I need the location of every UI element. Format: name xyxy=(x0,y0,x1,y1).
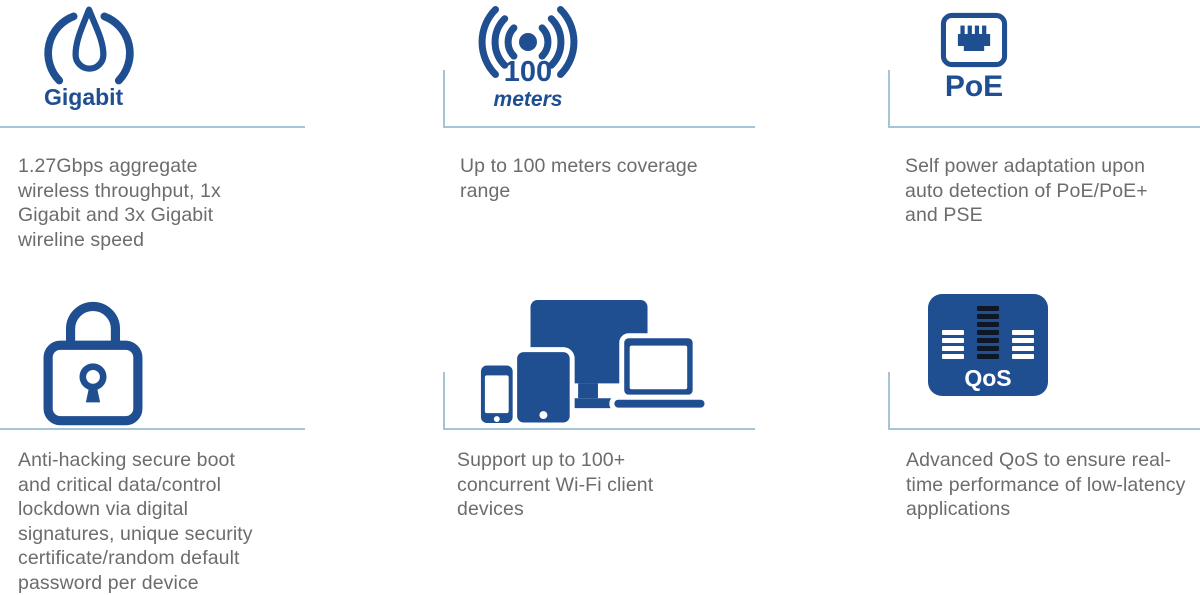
smartphone-icon xyxy=(476,361,517,427)
lock-shackle xyxy=(65,301,121,346)
qos-equalizer-icon: QoS xyxy=(928,294,1048,396)
feature-card-poe: PoE Self power adaptation upon auto dete… xyxy=(888,0,1200,288)
coverage-unit-label: meters xyxy=(493,88,563,111)
wireless-signal-icon xyxy=(478,6,578,78)
section-divider xyxy=(888,372,1200,430)
section-divider xyxy=(443,372,755,430)
section-divider xyxy=(0,372,305,430)
feature-description-qos: Advanced QoS to ensure real-time perform… xyxy=(906,449,1186,520)
equalizer-center-bars xyxy=(977,306,999,359)
section-divider xyxy=(443,70,755,128)
feature-description-poe: Self power adaptation upon auto detectio… xyxy=(905,155,1148,226)
equalizer-side-bars xyxy=(942,330,1034,359)
lock-body xyxy=(43,340,143,426)
qos-badge-label: QoS xyxy=(964,365,1011,391)
feature-card-gigabit: Gigabit 1.27Gbps aggregate wireless thro… xyxy=(0,0,305,288)
feature-card-qos: QoS Advanced QoS to ensure real-time per… xyxy=(888,288,1200,594)
client-devices-icon xyxy=(476,300,710,428)
rj45-connector xyxy=(957,25,991,52)
feature-description-security: Anti-hacking secure boot and critical da… xyxy=(18,449,253,594)
section-divider xyxy=(888,70,1200,128)
signal-dot xyxy=(519,33,537,51)
feature-title-gigabit: Gigabit xyxy=(44,84,124,110)
laptop-icon xyxy=(609,333,710,413)
feature-card-security: Anti-hacking secure boot and critical da… xyxy=(0,288,305,594)
feature-description-coverage: Up to 100 meters coverage range xyxy=(460,155,698,202)
feature-description-gigabit: 1.27Gbps aggregate wireless throughput, … xyxy=(18,155,221,251)
feature-title-poe: PoE xyxy=(944,70,1004,103)
section-divider xyxy=(0,70,305,128)
coverage-value-label: 100 xyxy=(503,56,553,88)
feature-card-clients: Support up to 100+ concurrent Wi-Fi clie… xyxy=(443,288,755,594)
padlock-icon xyxy=(43,301,143,426)
gauge-needle-drop xyxy=(72,6,107,72)
ethernet-port-icon xyxy=(940,12,1008,68)
speedometer-icon xyxy=(44,6,134,85)
feature-card-coverage: 100 meters Up to 100 meters coverage ran… xyxy=(443,0,755,288)
feature-description-clients: Support up to 100+ concurrent Wi-Fi clie… xyxy=(457,449,654,520)
